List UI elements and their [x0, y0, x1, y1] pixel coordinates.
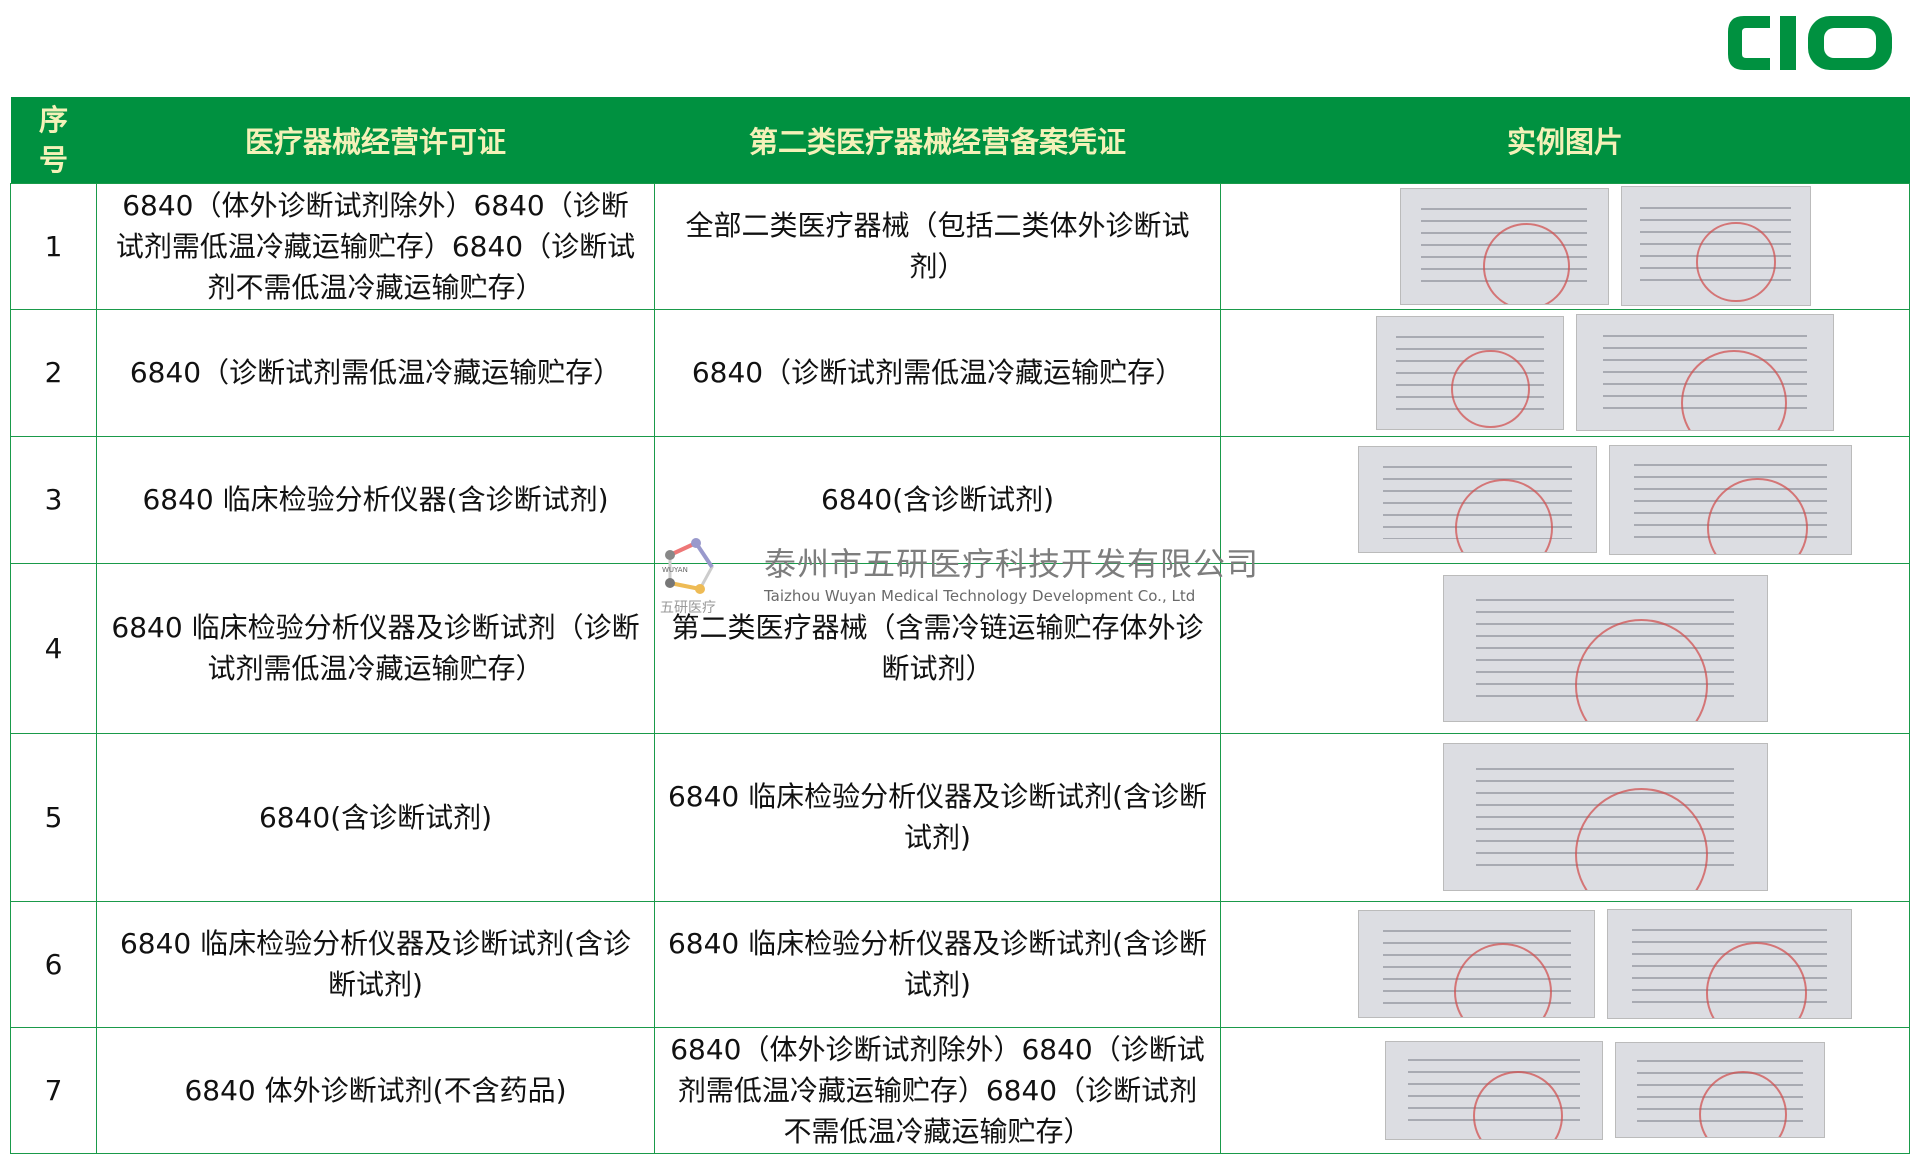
wuyan-logo-icon: WUYAN — [662, 538, 714, 594]
header-example: 实例图片 — [1220, 97, 1910, 183]
row-filing: 6840(含诊断试剂) — [654, 435, 1221, 564]
row-images — [1220, 308, 1910, 437]
table-row: 4 6840 临床检验分析仪器及诊断试剂（诊断试剂需低温冷藏运输贮存） 第二类医… — [10, 562, 1910, 734]
example-image — [1615, 1042, 1825, 1138]
row-license: 6840（诊断试剂需低温冷藏运输贮存） — [96, 308, 655, 437]
row-license: 6840（体外诊断试剂除外）6840（诊断试剂需低温冷藏运输贮存）6840（诊断… — [96, 182, 655, 310]
header-filing: 第二类医疗器械经营备案凭证 — [654, 97, 1221, 183]
row-license: 6840(含诊断试剂) — [96, 732, 655, 902]
header-license: 医疗器械经营许可证 — [96, 97, 655, 183]
example-image — [1399, 187, 1609, 305]
row-no: 3 — [10, 435, 97, 564]
row-no: 5 — [10, 732, 97, 902]
row-images — [1220, 435, 1910, 564]
row-filing: 6840 临床检验分析仪器及诊断试剂(含诊断试剂) — [654, 732, 1221, 902]
example-image — [1576, 314, 1834, 431]
row-license: 6840 临床检验分析仪器及诊断试剂（诊断试剂需低温冷藏运输贮存） — [96, 562, 655, 734]
example-image — [1442, 574, 1768, 722]
row-filing: 6840（诊断试剂需低温冷藏运输贮存） — [654, 308, 1221, 437]
table-row: 3 6840 临床检验分析仪器(含诊断试剂) 6840(含诊断试剂) — [10, 435, 1910, 564]
watermark-company-cn: 泰州市五研医疗科技开发有限公司 — [764, 545, 1260, 583]
license-table: 序号 医疗器械经营许可证 第二类医疗器械经营备案凭证 实例图片 1 6840（体… — [10, 97, 1910, 1154]
example-image — [1607, 909, 1852, 1019]
example-image — [1358, 910, 1595, 1018]
example-image — [1358, 446, 1597, 553]
svg-text:WUYAN: WUYAN — [662, 566, 688, 574]
table-row: 7 6840 体外诊断试剂(不含药品) 6840（体外诊断试剂除外）6840（诊… — [10, 1026, 1910, 1154]
row-no: 1 — [10, 182, 97, 310]
row-no: 2 — [10, 308, 97, 437]
row-no: 6 — [10, 900, 97, 1028]
watermark-sub: 五研医疗 — [660, 600, 716, 616]
cio-logo — [1728, 16, 1892, 70]
table-header: 序号 医疗器械经营许可证 第二类医疗器械经营备案凭证 实例图片 — [10, 97, 1910, 183]
table-row: 2 6840（诊断试剂需低温冷藏运输贮存） 6840（诊断试剂需低温冷藏运输贮存… — [10, 308, 1910, 437]
watermark: WUYAN 五研医疗 泰州市五研医疗科技开发有限公司 Taizhou Wuyan… — [660, 533, 1260, 616]
row-license: 6840 体外诊断试剂(不含药品) — [96, 1026, 655, 1154]
row-license: 6840 临床检验分析仪器(含诊断试剂) — [96, 435, 655, 564]
row-no: 4 — [10, 562, 97, 734]
row-images — [1220, 562, 1910, 734]
table-row: 1 6840（体外诊断试剂除外）6840（诊断试剂需低温冷藏运输贮存）6840（… — [10, 182, 1910, 310]
example-image — [1385, 1040, 1603, 1140]
row-filing: 全部二类医疗器械（包括二类体外诊断试剂） — [654, 182, 1221, 310]
row-filing: 6840 临床检验分析仪器及诊断试剂(含诊断试剂) — [654, 900, 1221, 1028]
row-images — [1220, 1026, 1910, 1154]
example-image — [1620, 186, 1811, 306]
example-image — [1609, 444, 1852, 555]
row-images — [1220, 900, 1910, 1028]
table-row: 6 6840 临床检验分析仪器及诊断试剂(含诊断试剂) 6840 临床检验分析仪… — [10, 900, 1910, 1028]
table-row: 5 6840(含诊断试剂) 6840 临床检验分析仪器及诊断试剂(含诊断试剂) — [10, 732, 1910, 902]
watermark-company-en: Taizhou Wuyan Medical Technology Develop… — [764, 587, 1196, 605]
row-no: 7 — [10, 1026, 97, 1154]
example-image — [1442, 743, 1768, 891]
example-image — [1376, 315, 1564, 430]
row-filing: 6840（体外诊断试剂除外）6840（诊断试剂需低温冷藏运输贮存）6840（诊断… — [654, 1026, 1221, 1154]
header-no: 序号 — [10, 97, 97, 183]
row-images — [1220, 182, 1910, 310]
row-license: 6840 临床检验分析仪器及诊断试剂(含诊断试剂) — [96, 900, 655, 1028]
row-images — [1220, 732, 1910, 902]
